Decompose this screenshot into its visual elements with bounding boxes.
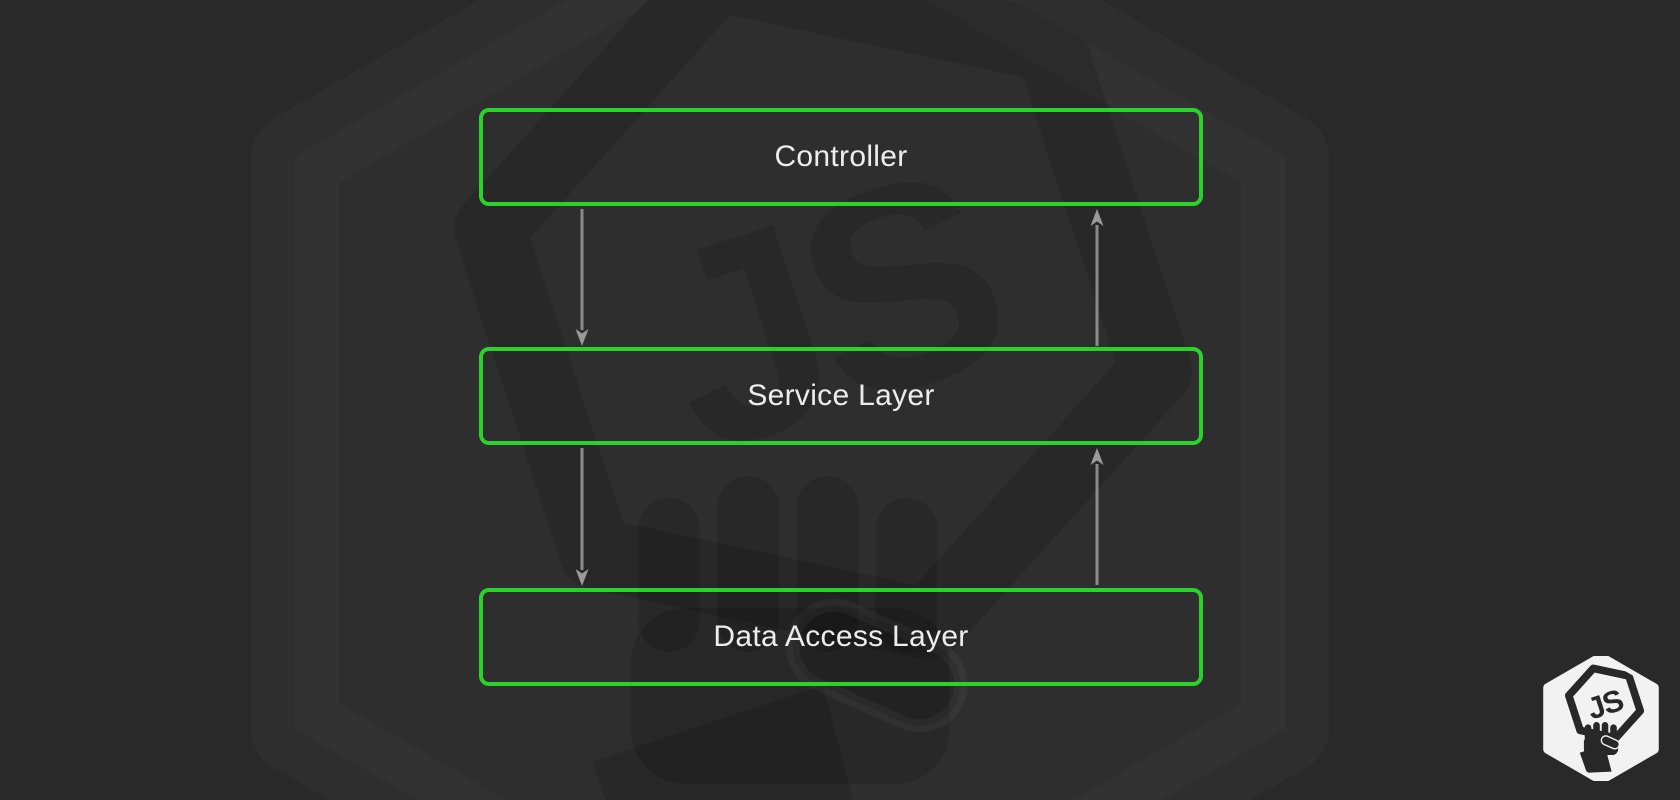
node-data-access-layer: Data Access Layer xyxy=(479,588,1203,686)
arrow-service-to-controller-up-icon xyxy=(1090,209,1104,346)
node-data-access-layer-label: Data Access Layer xyxy=(713,620,969,653)
arrow-dal-to-service-up-icon xyxy=(1090,448,1104,585)
node-controller: Controller xyxy=(479,108,1203,206)
js-fist-logo: JS xyxy=(1543,656,1659,781)
node-service-layer: Service Layer xyxy=(479,347,1203,445)
arrow-controller-to-service-down-icon xyxy=(575,209,589,346)
node-controller-label: Controller xyxy=(774,140,908,173)
logo-fist-icon xyxy=(1579,722,1621,773)
arrow-service-to-dal-down-icon xyxy=(575,448,589,586)
node-service-layer-label: Service Layer xyxy=(747,379,935,412)
